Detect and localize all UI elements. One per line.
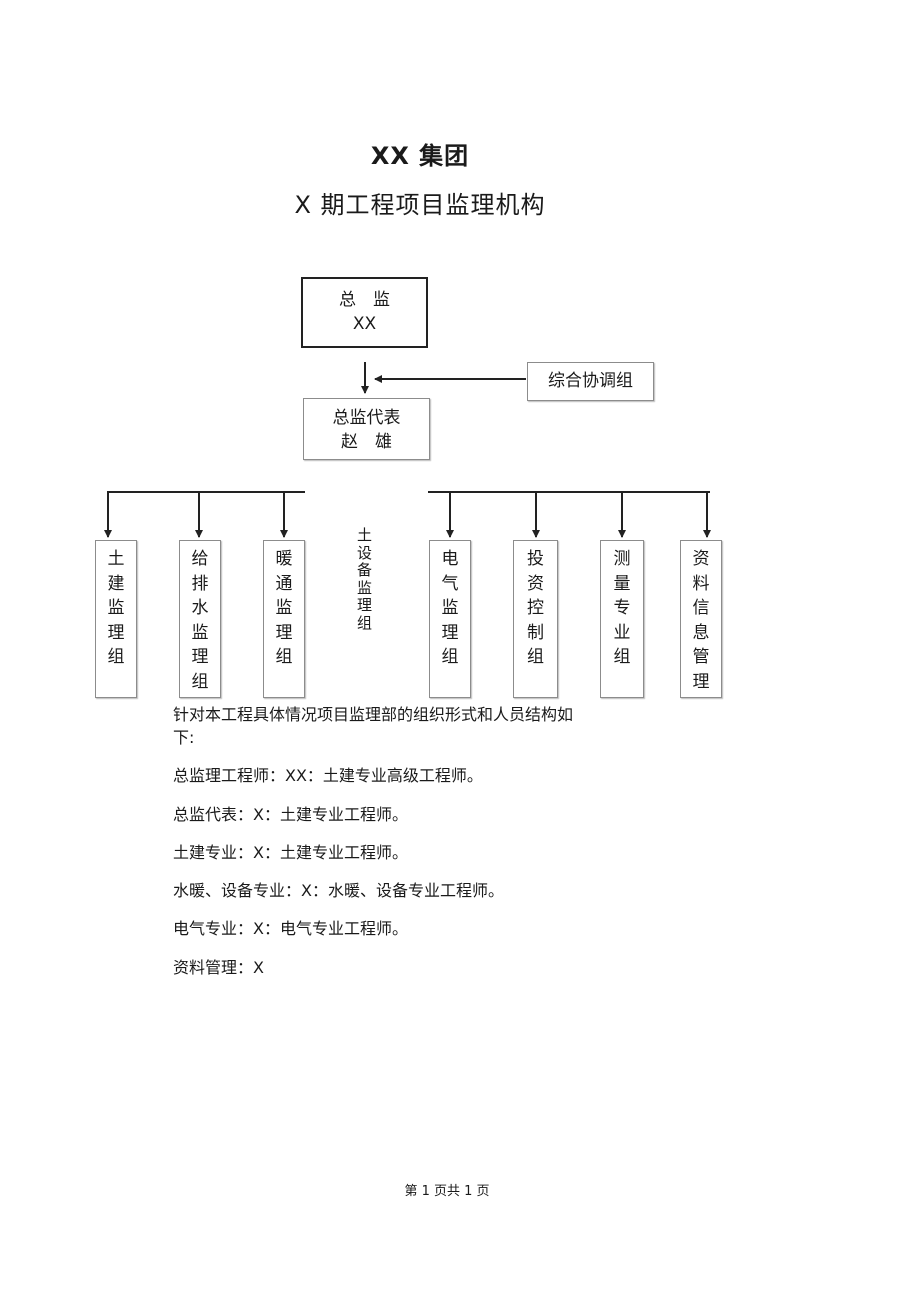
group-char: 水 <box>191 598 209 618</box>
group-char: 暖 <box>275 549 293 569</box>
group-char: 信 <box>692 598 710 618</box>
group-char: 理 <box>107 622 125 643</box>
group-char: 监 <box>275 598 293 618</box>
equipment-group-char: 组 <box>357 613 373 632</box>
group-char: 组 <box>613 647 631 667</box>
equipment-group-char: 监 <box>357 578 373 597</box>
group-plumbing-box: 给 排 水 监 理 组 <box>179 540 221 698</box>
group-char: 制 <box>527 622 544 643</box>
group-char: 专 <box>613 598 631 618</box>
staff-item: 资料管理：X <box>173 958 264 977</box>
staff-item: 土建专业：X：土建专业工程师。 <box>173 843 408 862</box>
intro-paragraph-line-2: 下: <box>173 728 195 747</box>
group-char: 监 <box>441 598 459 618</box>
coordination-group-label: 综合协调组 <box>548 371 633 391</box>
chief-supervisor-name: XX <box>352 314 377 334</box>
group-char: 理 <box>441 622 459 643</box>
group-investment-box: 投 资 控 制 组 <box>513 540 558 698</box>
deputy-supervisor-name: 赵 雄 <box>341 432 392 452</box>
group-char: 建 <box>107 573 125 594</box>
group-char: 组 <box>441 647 459 667</box>
group-char: 组 <box>527 647 544 667</box>
document-subtitle: X 期工程项目监理机构 <box>294 191 546 219</box>
group-records-box: 资 料 信 息 管 理 <box>680 540 722 698</box>
staff-item: 总监代表：X：土建专业工程师。 <box>173 805 408 824</box>
group-char: 气 <box>441 573 459 594</box>
group-char: 给 <box>191 549 209 569</box>
group-char: 监 <box>191 622 209 643</box>
group-char: 资 <box>527 573 544 594</box>
document-title: XX 集团 <box>370 142 470 170</box>
group-char: 组 <box>191 671 209 692</box>
staff-item: 总监理工程师：XX：土建专业高级工程师。 <box>173 766 483 785</box>
group-char: 理 <box>191 647 209 667</box>
group-char: 土 <box>107 549 125 569</box>
page-number: 第 1 页共 1 页 <box>404 1184 490 1199</box>
group-electrical-box: 电 气 监 理 组 <box>429 540 471 698</box>
equipment-group-char: 设 <box>357 543 373 562</box>
group-char: 测 <box>613 549 631 569</box>
group-char: 投 <box>527 549 544 569</box>
coordination-group-box: 综合协调组 <box>527 362 654 401</box>
org-chart-connectors <box>104 362 711 538</box>
group-char: 管 <box>692 647 710 667</box>
equipment-group-char: 备 <box>357 561 373 579</box>
group-char: 量 <box>613 573 631 594</box>
group-char: 资 <box>692 549 710 569</box>
equipment-group-char: 土 <box>357 526 373 544</box>
deputy-supervisor-role: 总监代表 <box>332 408 401 428</box>
group-char: 组 <box>107 647 125 667</box>
group-char: 业 <box>613 622 631 643</box>
equipment-group-char: 理 <box>357 596 373 614</box>
chief-supervisor-box: 总 监 XX <box>301 277 428 348</box>
staff-item: 水暖、设备专业：X：水暖、设备专业工程师。 <box>173 881 504 900</box>
group-char: 控 <box>527 598 544 618</box>
staff-item: 电气专业：X：电气专业工程师。 <box>173 919 408 938</box>
group-civil-box: 土 建 监 理 组 <box>95 540 137 698</box>
group-char: 息 <box>692 622 710 643</box>
deputy-supervisor-box: 总监代表 赵 雄 <box>303 398 430 460</box>
group-char: 料 <box>692 573 710 594</box>
equipment-supervision-group: 土 设 备 监 理 组 <box>357 526 373 632</box>
group-survey-box: 测 量 专 业 组 <box>600 540 644 698</box>
group-hvac-box: 暖 通 监 理 组 <box>263 540 305 698</box>
group-char: 理 <box>275 622 293 643</box>
intro-paragraph-line-1: 针对本工程具体情况项目监理部的组织形式和人员结构如 <box>173 705 574 724</box>
group-char: 通 <box>275 573 293 594</box>
group-char: 监 <box>107 598 125 618</box>
group-char: 排 <box>191 573 209 594</box>
chief-supervisor-role: 总 监 <box>339 290 390 310</box>
group-char: 组 <box>275 647 293 667</box>
group-char: 理 <box>692 671 710 692</box>
group-char: 电 <box>441 549 459 569</box>
